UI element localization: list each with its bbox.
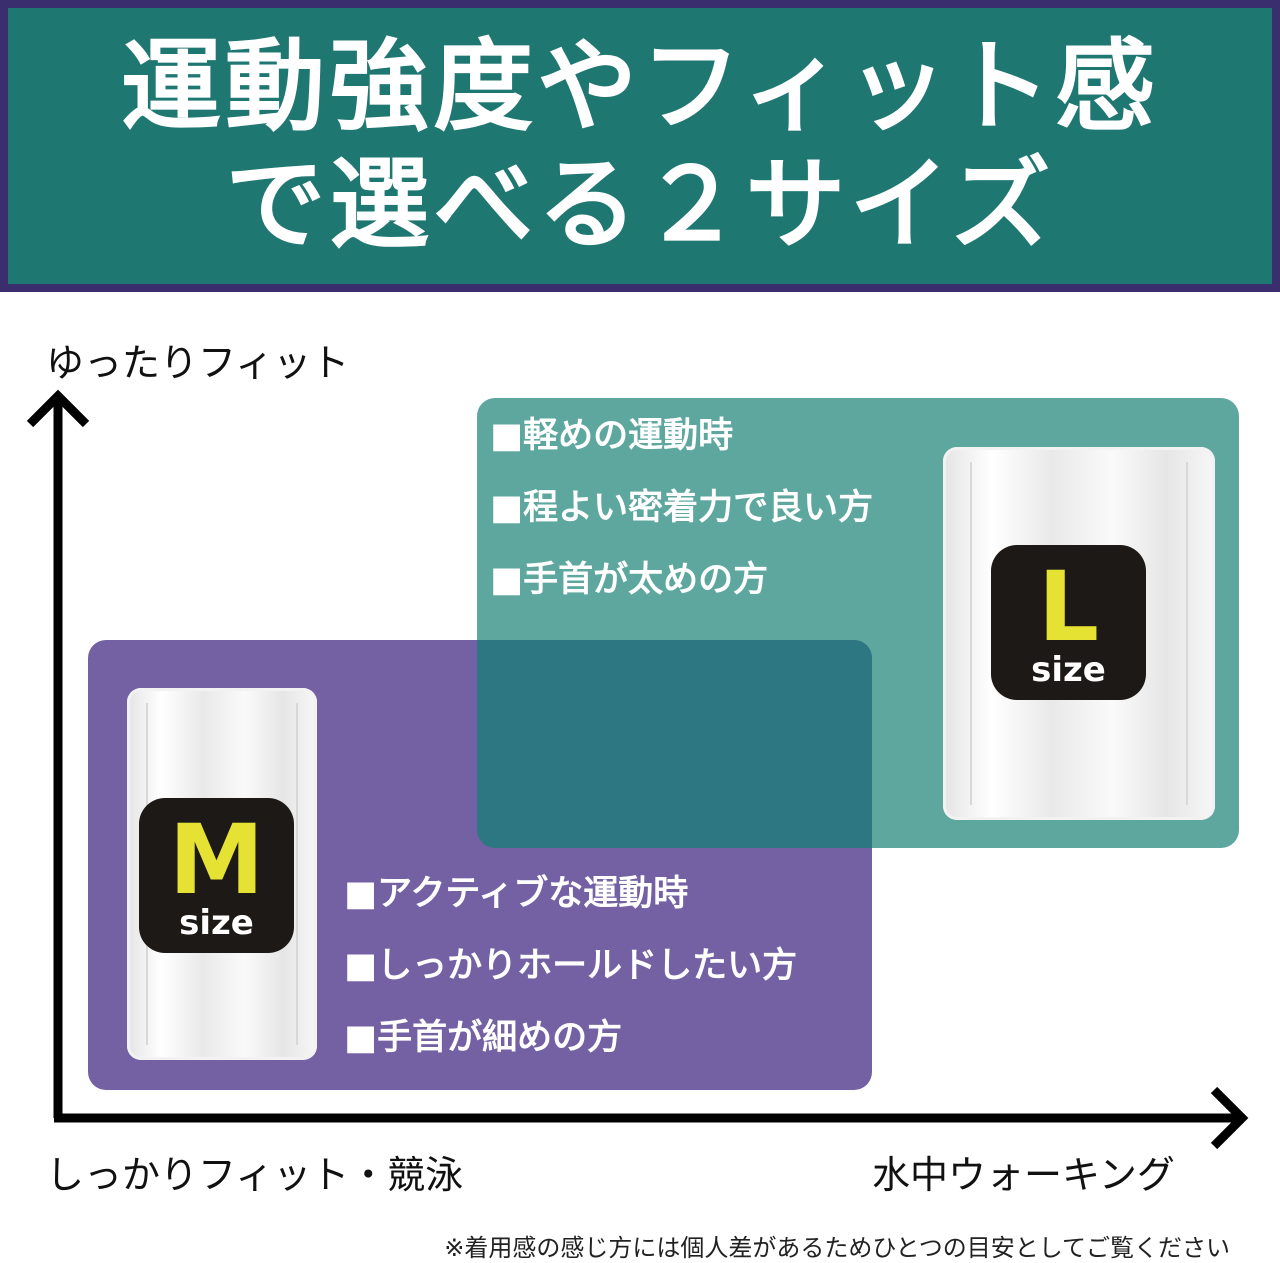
panel-overlap <box>477 640 872 848</box>
x-axis-right-label: 水中ウォーキング <box>872 1153 1175 1197</box>
x-axis-left-label: しっかりフィット・競泳 <box>46 1153 464 1197</box>
x-axis-arrow-icon <box>1210 1086 1249 1150</box>
m-bullet-2: ■しっかりホールドしたい方 <box>344 946 798 986</box>
m-size-word: size <box>179 902 254 943</box>
l-size-bullets: ■軽めの運動時 ■程よい密着力で良い方 ■手首が太めの方 <box>490 400 873 616</box>
m-size-bullets: ■アクティブな運動時 ■しっかりホールドしたい方 ■手首が細めの方 <box>344 858 797 1074</box>
title-banner: 運動強度やフィット感 で選べる２サイズ <box>0 0 1280 292</box>
l-bullet-3: ■手首が太めの方 <box>490 560 769 600</box>
y-axis-arrow-icon <box>26 389 90 428</box>
l-bullet-2: ■程よい密着力で良い方 <box>490 488 874 528</box>
m-size-letter: M <box>168 803 265 916</box>
l-size-badge: L size <box>991 545 1146 700</box>
title-line-1: 運動強度やフィット感 <box>121 28 1159 145</box>
m-bullet-1: ■アクティブな運動時 <box>344 874 689 914</box>
l-bullet-1: ■軽めの運動時 <box>490 416 734 456</box>
footnote: ※着用感の感じ方には個人差があるためひとつの目安としてご覧ください <box>444 1234 1230 1262</box>
l-size-letter: L <box>1037 550 1100 663</box>
y-axis-top-label: ゆったりフィット <box>46 341 350 385</box>
m-size-badge: M size <box>139 798 294 953</box>
l-size-word: size <box>1031 649 1106 690</box>
title-line-2: で選べる２サイズ <box>225 146 1055 263</box>
title-banner-inner: 運動強度やフィット感 で選べる２サイズ <box>8 8 1272 284</box>
m-bullet-3: ■手首が細めの方 <box>344 1018 623 1058</box>
